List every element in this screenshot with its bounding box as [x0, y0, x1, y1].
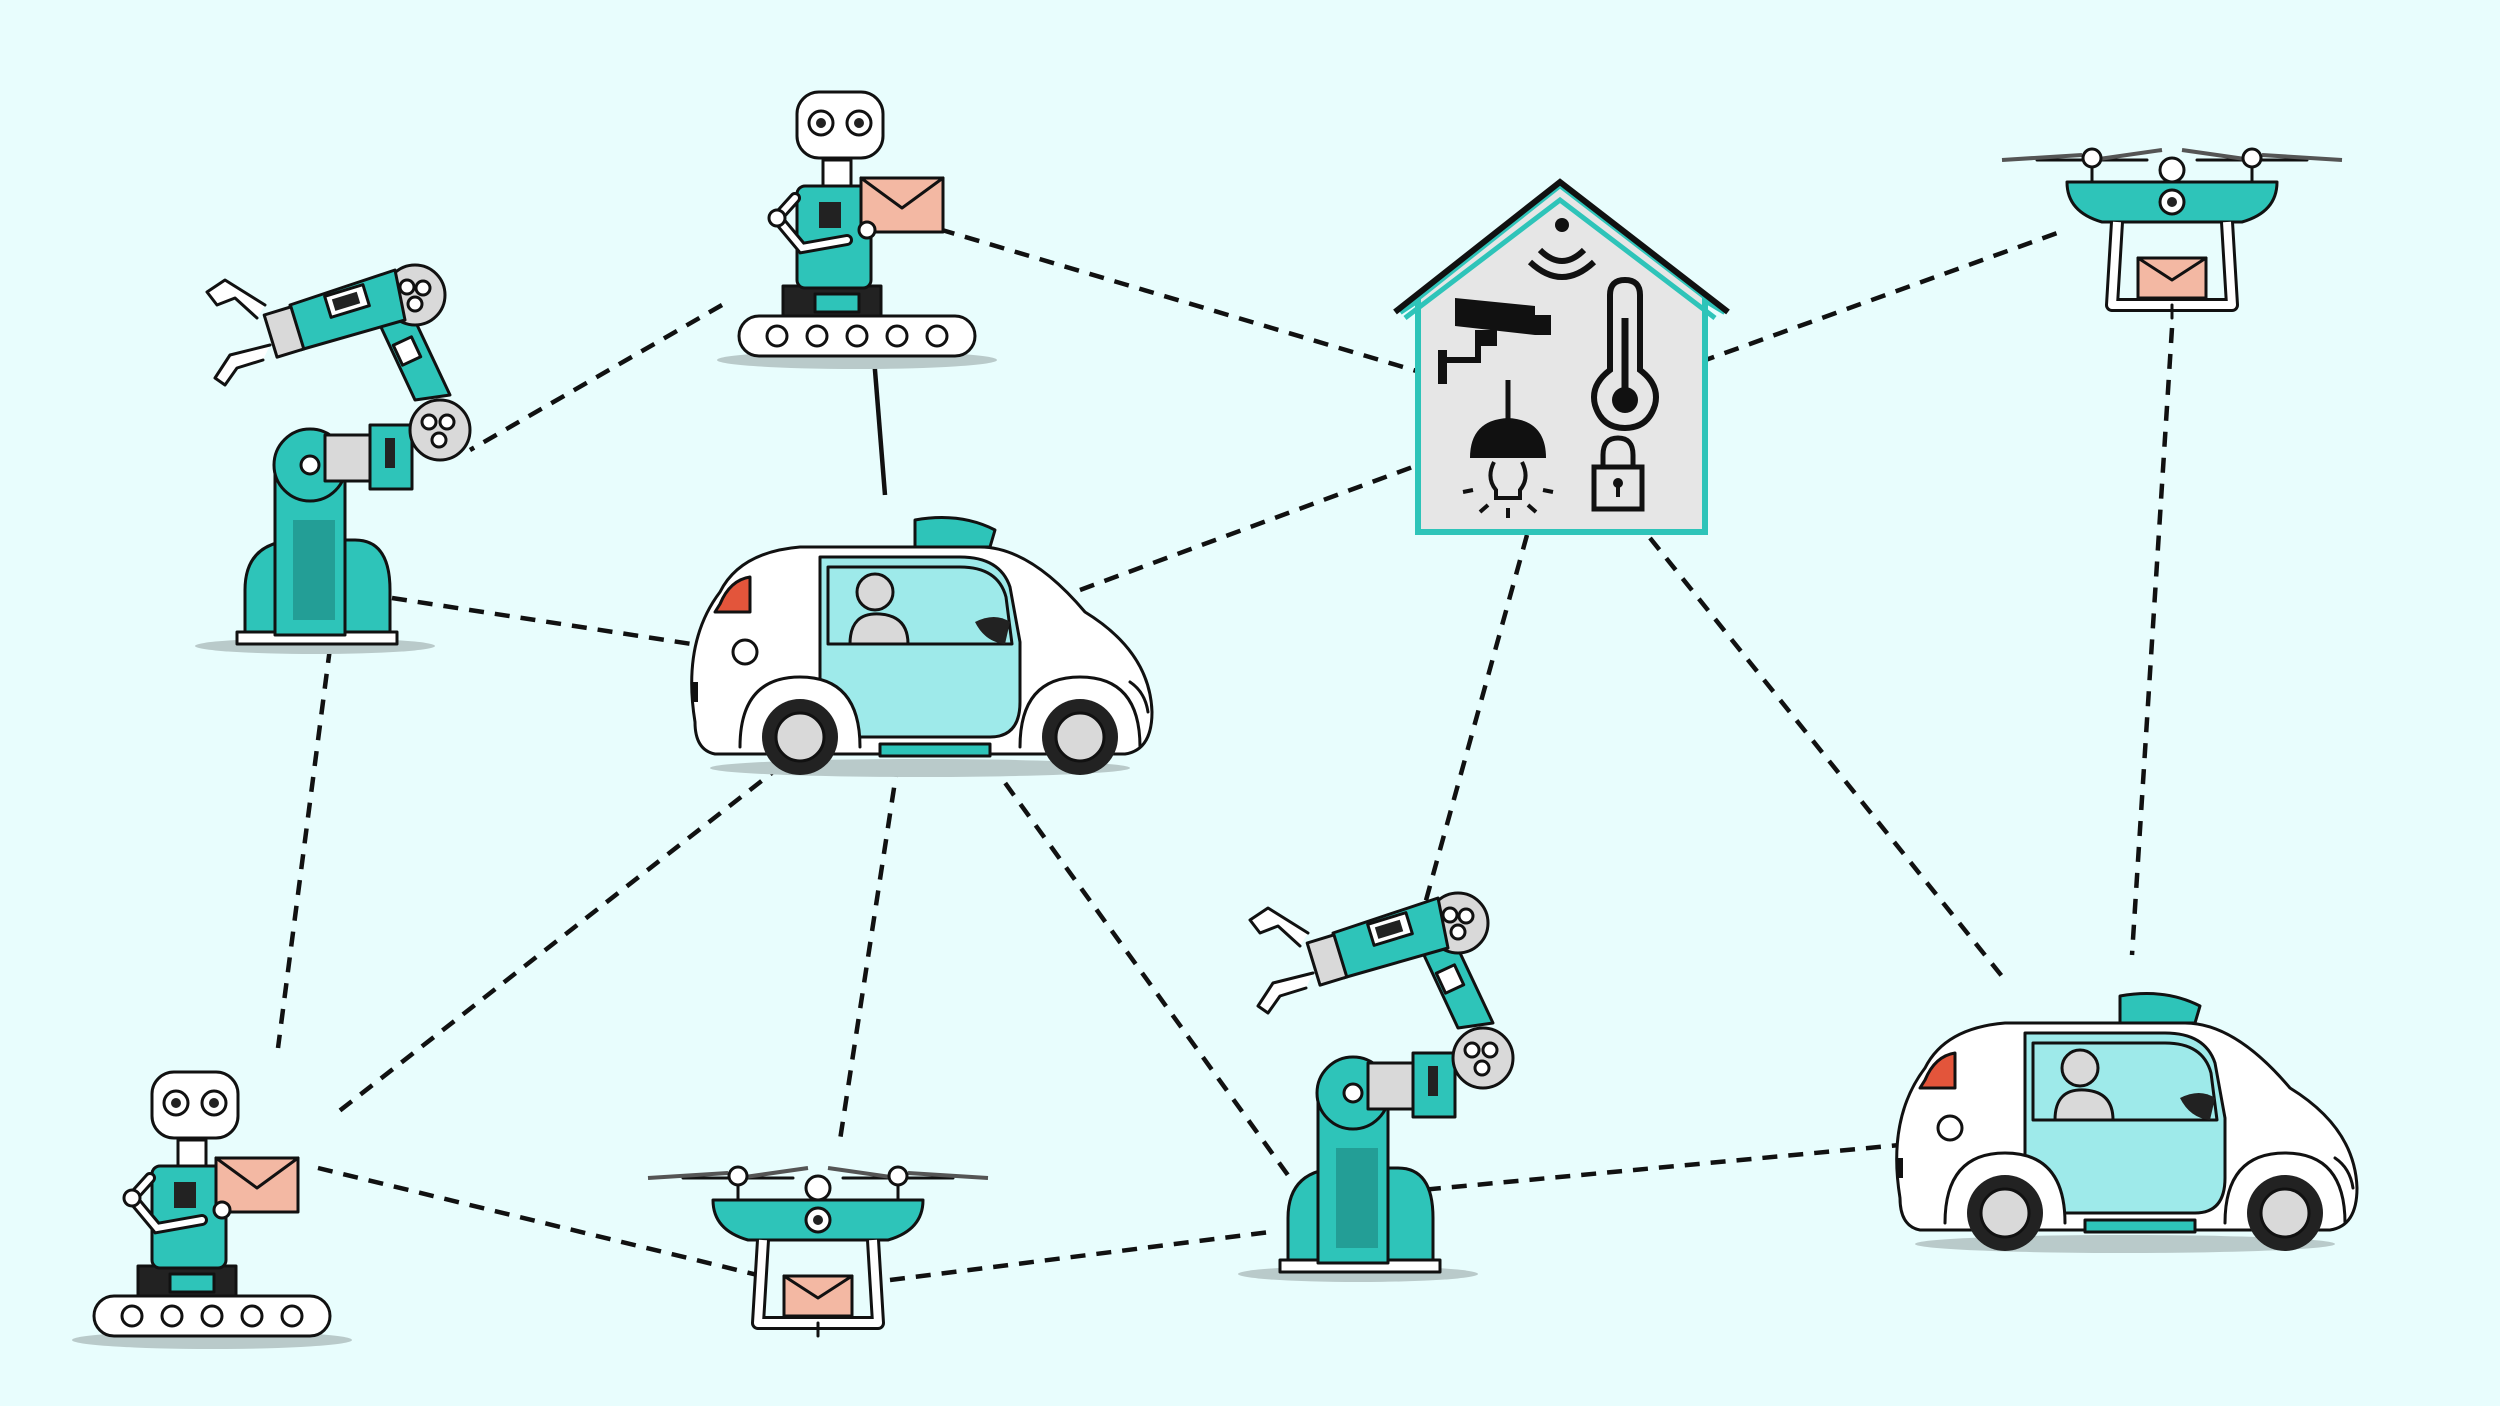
connection-home-to-arm — [1417, 534, 1530, 923]
connection-robot-to-drone — [317, 1165, 771, 1281]
connection-robot-to-home — [914, 219, 1421, 375]
connection-drone-to-arm — [889, 1229, 1271, 1283]
robot-arm-bottom — [1236, 891, 1515, 1284]
wifi-icon — [1527, 218, 1597, 280]
connection-home-to-drone — [1699, 229, 2061, 365]
connection-car-to-robot — [336, 763, 784, 1114]
connection-car-to-home — [1079, 462, 1419, 593]
connection-lines — [275, 219, 2175, 1283]
thermometer-icon — [1591, 276, 1659, 432]
conveyor-robot-bottom-left — [72, 1072, 352, 1349]
connection-home-to-car — [1648, 536, 2007, 982]
connection-arm-to-car-right — [1399, 1142, 1901, 1195]
connection-robot-to-arm — [468, 303, 724, 452]
self-driving-car-center — [692, 518, 1152, 777]
robot-arm-left — [193, 263, 472, 656]
conveyor-robot-top — [717, 92, 997, 369]
security-camera-icon — [1438, 298, 1551, 384]
connection-arm-to-car — [391, 595, 699, 648]
delivery-drone-bottom — [648, 1167, 988, 1336]
padlock-icon — [1591, 435, 1645, 512]
connection-drone-to-car — [2129, 327, 2175, 956]
lamp-icon — [1462, 380, 1554, 518]
self-driving-car-right — [1897, 994, 2357, 1253]
connection-arm-to-robot — [275, 647, 333, 1049]
connection-car-to-arm — [988, 760, 1292, 1180]
smart-home — [1393, 178, 1730, 535]
connection-car-to-drone — [837, 761, 901, 1141]
